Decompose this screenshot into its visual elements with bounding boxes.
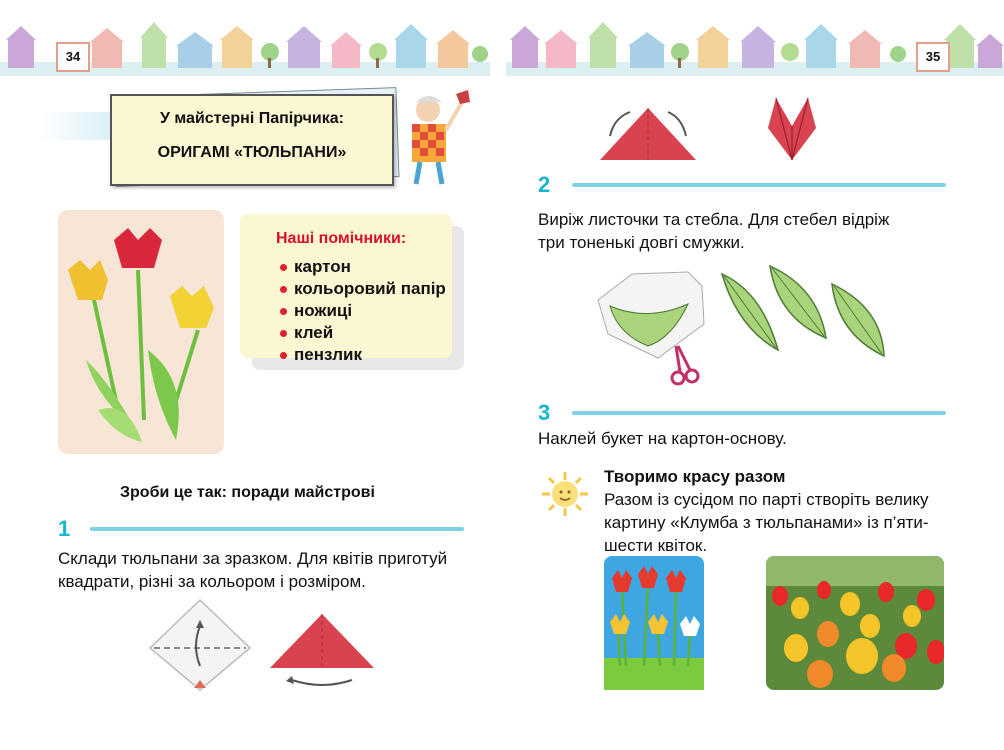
together-heading: Творимо красу разом: [604, 467, 786, 486]
step-2-rule: [572, 183, 946, 187]
step-1-rule: [90, 527, 464, 531]
step-1-text-line-2: квадрати, різні за кольором і розміром.: [58, 572, 366, 591]
title-line-2: ОРИГАМІ «ТЮЛЬПАНИ»: [157, 144, 347, 161]
helpers-list: картон кольоровий папір ножиці клей пенз…: [280, 256, 446, 366]
helper-item: кольоровий папір: [280, 278, 446, 300]
step-2-text-line-1: Виріж листочки та стебла. Для стебел від…: [538, 210, 890, 229]
title-box: У майстерні Папірчика: ОРИГАМІ «ТЮЛЬПАНИ…: [110, 94, 394, 186]
step-1-text-line-1: Склади тюльпани за зразком. Для квітів п…: [58, 549, 448, 568]
step-2-cutting-diagram: [597, 264, 885, 386]
papirchyk-character-illustration: [412, 90, 470, 185]
step-1-folding-diagram: [148, 598, 374, 691]
helper-item: клей: [280, 322, 446, 344]
step-3-number: 3: [538, 400, 551, 425]
title-line-1: У майстерні Папірчика:: [160, 110, 344, 127]
helpers-panel: Наші помічники: картон кольоровий папір …: [240, 214, 452, 364]
step-3-rule: [572, 411, 946, 415]
step-1-tulip-head-diagram: [600, 97, 816, 161]
step-2-number: 2: [538, 172, 551, 197]
title-blue-strip: [40, 112, 120, 140]
helper-item: ножиці: [280, 300, 446, 322]
helper-item: картон: [280, 256, 446, 278]
helper-item: пензлик: [280, 344, 446, 366]
helpers-heading: Наші помічники:: [276, 230, 407, 247]
tulip-bouquet-photo: [58, 210, 224, 454]
together-line-1: Разом із сусідом по парті створіть велик…: [604, 490, 929, 509]
paper-tulips-picture: [604, 556, 704, 690]
sun-icon: [542, 472, 588, 516]
header-houses-left: [0, 22, 490, 76]
advice-heading: Зроби це так: поради майстрові: [120, 484, 375, 501]
page-number-right: 35: [916, 42, 950, 72]
together-line-2: картину «Клумба з тюльпанами» із п’яти-: [604, 513, 929, 532]
together-line-3: шести квіток.: [604, 536, 708, 555]
header-houses-right: [506, 22, 1004, 76]
step-1-number: 1: [58, 516, 71, 541]
page-number-left: 34: [56, 42, 90, 72]
step-3-text-line-1: Наклей букет на картон-основу.: [538, 429, 787, 448]
tulip-flowerbed-photo: [766, 556, 944, 690]
step-2-text-line-2: три тоненькі довгі смужки.: [538, 233, 745, 252]
